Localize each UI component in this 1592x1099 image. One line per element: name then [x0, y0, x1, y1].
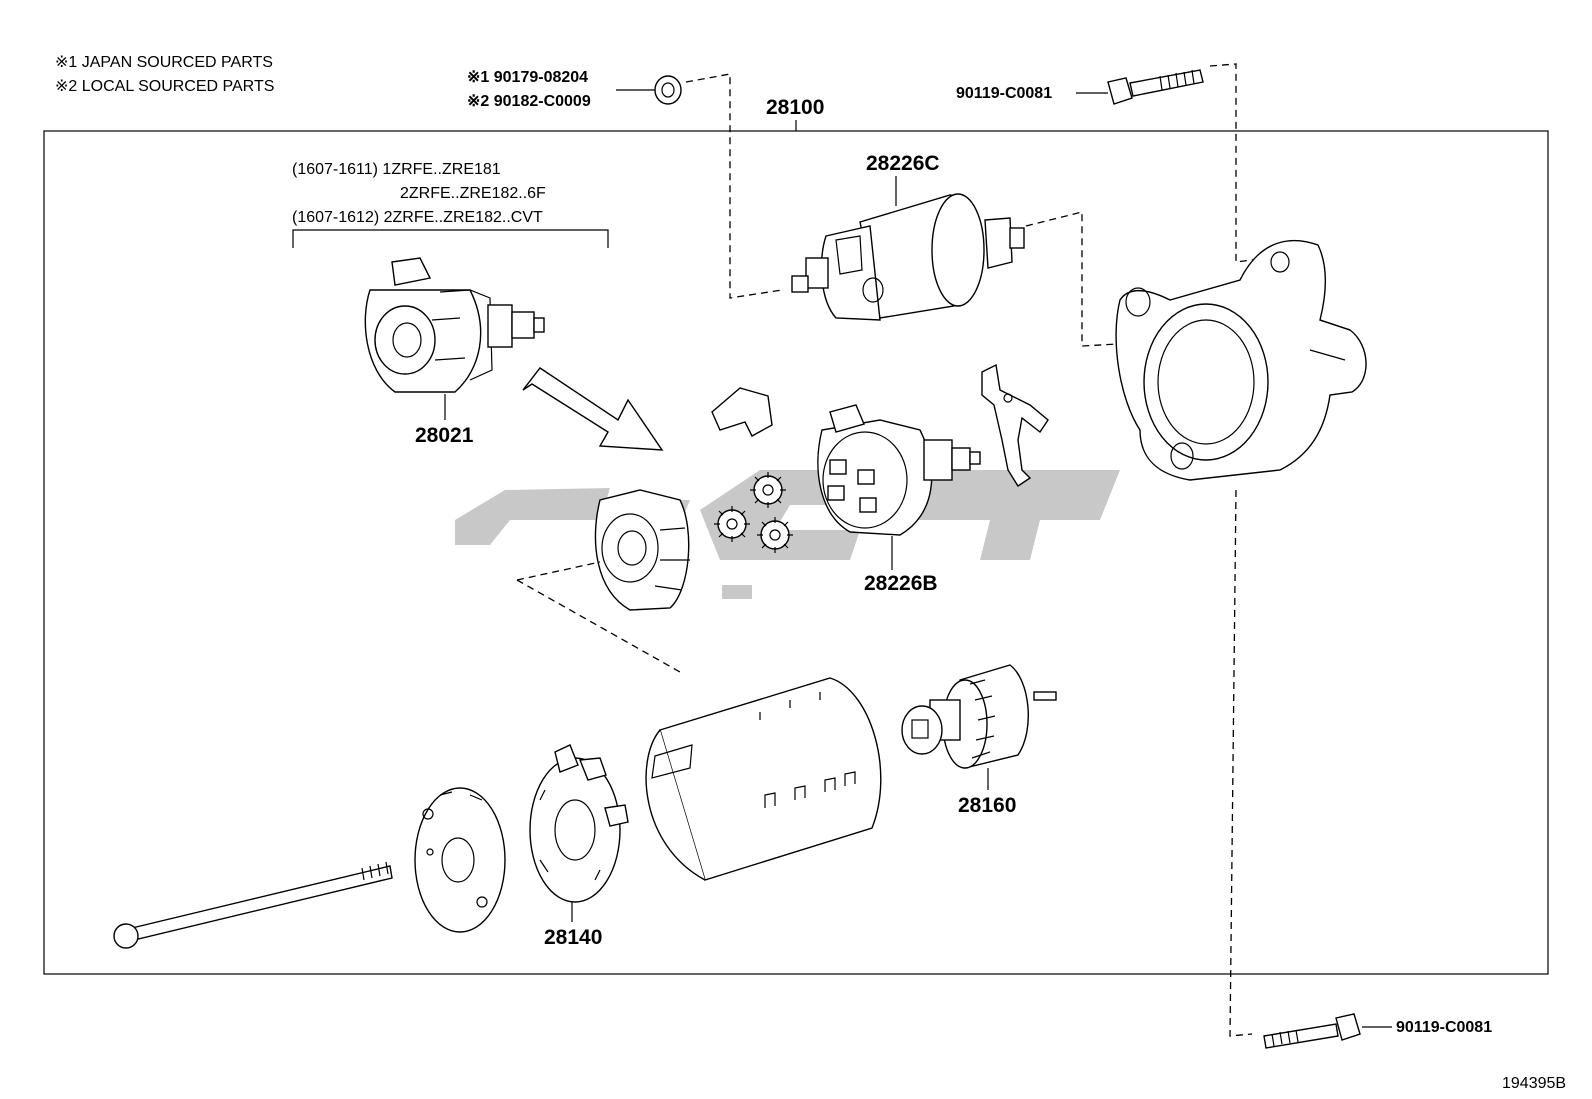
- bolt-part-bottom[interactable]: 90119-C0081: [1396, 1019, 1492, 1036]
- applicability-line1: (1607-1611) 1ZRFE..ZRE181: [292, 161, 501, 178]
- callout-armature[interactable]: 28160: [958, 794, 1016, 817]
- gear-case-drawing: [817, 404, 981, 536]
- yoke-drawing: [645, 677, 882, 881]
- shift-lever-drawing: [981, 363, 1049, 487]
- applicability-bracket: [292, 229, 609, 248]
- bolt-part-top[interactable]: 90119-C0081: [956, 85, 1052, 102]
- legend-local: ※2 LOCAL SOURCED PARTS: [55, 78, 274, 95]
- legend-japan: ※1 JAPAN SOURCED PARTS: [55, 54, 273, 71]
- diagram-code: 194395B: [1502, 1075, 1566, 1092]
- applicability-line3: (1607-1612) 2ZRFE..ZRE182..CVT: [292, 209, 543, 226]
- planetary-gear-icon: [750, 472, 786, 508]
- nut-part-japan[interactable]: ※1 90179-08204: [467, 69, 588, 86]
- applicability-line2: 2ZRFE..ZRE182..6F: [400, 185, 546, 202]
- callout-gear-case-alt[interactable]: 28021: [415, 424, 474, 447]
- bolt-bottom-icon: [1263, 1013, 1361, 1049]
- bolt-top-icon: [1107, 69, 1204, 105]
- drive-housing-drawing: [1115, 239, 1367, 481]
- gear-case-alt-drawing: [364, 257, 545, 393]
- nut-part-local[interactable]: ※2 90182-C0009: [467, 93, 591, 110]
- callout-brush-holder[interactable]: 28140: [544, 926, 602, 949]
- solenoid-dashed-path: [1025, 211, 1119, 347]
- end-cover-drawing: [414, 787, 506, 933]
- through-bolt-drawing: [113, 861, 393, 949]
- gear-group-dashed-outline: [516, 561, 601, 581]
- nut-icon: [654, 75, 682, 105]
- solenoid-drawing: [791, 193, 1025, 321]
- bolt-top-dashed-path: [1209, 63, 1269, 263]
- assembly-number[interactable]: 28100: [766, 96, 824, 119]
- direction-arrow: [522, 367, 664, 451]
- brush-holder-drawing: [529, 744, 629, 903]
- callout-solenoid[interactable]: 28226C: [866, 152, 940, 175]
- plunger-cap-drawing: [711, 387, 773, 437]
- ring-gear-drawing: [594, 489, 690, 611]
- planetary-gear-icon: [714, 506, 750, 542]
- nut-dashed-path: [685, 73, 783, 299]
- armature-drawing: [901, 664, 1057, 769]
- callout-gear-case[interactable]: 28226B: [864, 572, 938, 595]
- bolt-bottom-dashed-path: [1229, 489, 1253, 1037]
- planetary-gear-icon: [757, 517, 793, 553]
